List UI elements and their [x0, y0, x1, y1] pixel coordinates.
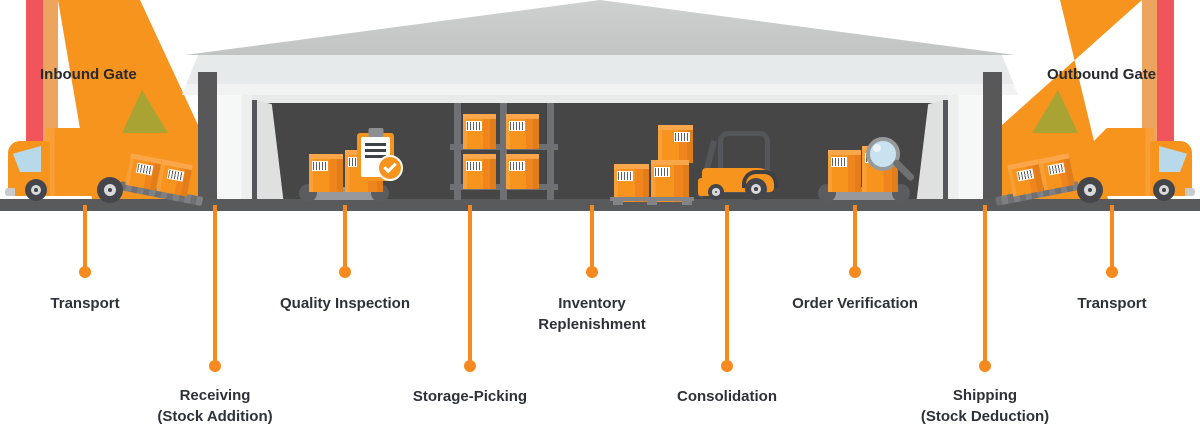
- step-label-shipping: Shipping (Stock Deduction): [920, 387, 1050, 425]
- truck-wheel: [97, 177, 123, 203]
- connector-line: [983, 205, 987, 361]
- connector-dot: [721, 360, 733, 372]
- step-label-order-verification: Order Verification: [792, 295, 918, 312]
- inbound-truck-icon: [0, 120, 240, 210]
- left-red-wedge: [26, 0, 43, 158]
- connector-line: [590, 205, 594, 267]
- ramp-box-icon: [1007, 159, 1044, 197]
- connector-dot: [209, 360, 221, 372]
- barcode-label: [617, 171, 633, 181]
- forklift-wheel: [708, 184, 724, 200]
- check-circle-icon: [377, 155, 403, 181]
- connector-line: [83, 205, 87, 267]
- ramp-box-icon: [1038, 153, 1075, 191]
- barcode-label: [831, 157, 847, 167]
- clipboard-check-icon: [357, 128, 403, 181]
- barcode-label: [466, 161, 482, 171]
- box-icon: [463, 114, 496, 149]
- connector-dot: [849, 266, 861, 278]
- pallet-foot: [682, 200, 692, 205]
- barcode-label: [674, 132, 690, 142]
- connector-line: [343, 205, 347, 267]
- barcode-label: [1047, 162, 1066, 176]
- box-icon: [309, 154, 343, 192]
- step-label-receiving: Receiving (Stock Addition): [157, 387, 273, 425]
- truck-wheel: [25, 179, 47, 201]
- connector-dot: [1106, 266, 1118, 278]
- step-label-storage-picking: Storage-Picking: [412, 388, 528, 405]
- right-tan-wedge: [1142, 0, 1157, 166]
- connector-line: [468, 205, 472, 361]
- inbound-gate-label: Inbound Gate: [40, 66, 137, 83]
- warehouse-left-pillar: [217, 95, 252, 205]
- barcode-label: [135, 162, 154, 176]
- rack-post: [500, 103, 507, 200]
- outbound-gate-label: Outbound Gate: [1047, 66, 1157, 83]
- barcode-label: [654, 167, 670, 177]
- connector-dot: [339, 266, 351, 278]
- connector-dot: [79, 266, 91, 278]
- truck-bumper: [5, 188, 15, 196]
- forklift-wheel: [745, 178, 767, 200]
- box-icon: [658, 125, 693, 163]
- barcode-label: [509, 161, 525, 171]
- magnifier-icon: [866, 137, 900, 171]
- barcode-label: [1016, 168, 1035, 182]
- connector-line: [725, 205, 729, 361]
- rack-shelf: [450, 144, 558, 150]
- warehouse-left-side-shadow: [198, 72, 217, 205]
- warehouse-roof: [185, 0, 1015, 55]
- box-icon: [463, 154, 496, 189]
- barcode-label: [466, 121, 482, 131]
- box-icon: [614, 164, 649, 202]
- box-icon: [506, 114, 539, 149]
- forklift-icon: [697, 128, 778, 203]
- pallet-icon: [610, 197, 694, 201]
- step-label-consolidation: Consolidation: [677, 388, 777, 405]
- warehouse-right-hinge: [943, 100, 948, 205]
- box-icon: [506, 154, 539, 189]
- pallet-foot: [647, 200, 657, 205]
- clipboard-lines: [365, 143, 386, 161]
- connector-dot: [979, 360, 991, 372]
- rack-post: [547, 103, 554, 200]
- pallet-foot: [613, 200, 623, 205]
- warehouse-right-pillar: [948, 95, 983, 205]
- right-red-wedge: [1157, 0, 1174, 158]
- barcode-label: [166, 168, 185, 182]
- barcode-label: [312, 161, 328, 171]
- step-label-inventory-replenishment: Inventory Replenishment: [538, 295, 646, 333]
- ramp-box-icon: [156, 159, 193, 197]
- connector-line: [853, 205, 857, 267]
- connector-line: [213, 205, 217, 361]
- connector-dot: [464, 360, 476, 372]
- truck-bumper: [1185, 188, 1195, 196]
- truck-wheel: [1077, 177, 1103, 203]
- warehouse-door-lintel: [217, 95, 983, 103]
- forklift-fender: [742, 170, 778, 188]
- warehouse-right-side-shadow: [983, 72, 1002, 205]
- rack-shelf: [450, 184, 558, 190]
- box-icon: [828, 150, 861, 192]
- warehouse-left-hinge: [252, 100, 257, 205]
- clipboard-clip: [368, 128, 383, 137]
- step-label-transport-out: Transport: [1077, 295, 1147, 312]
- warehouse-facade: [182, 55, 1018, 95]
- connector-line: [1110, 205, 1114, 267]
- truck-wheel: [1153, 179, 1175, 201]
- barcode-label: [509, 121, 525, 131]
- step-label-transport-in: Transport: [50, 295, 120, 312]
- left-tan-wedge: [43, 0, 58, 166]
- ground: [0, 199, 1200, 211]
- outbound-truck-icon: [960, 120, 1200, 210]
- step-label-quality-inspection: Quality Inspection: [279, 295, 411, 312]
- box-icon: [651, 160, 689, 202]
- rack-post: [454, 103, 461, 200]
- connector-dot: [586, 266, 598, 278]
